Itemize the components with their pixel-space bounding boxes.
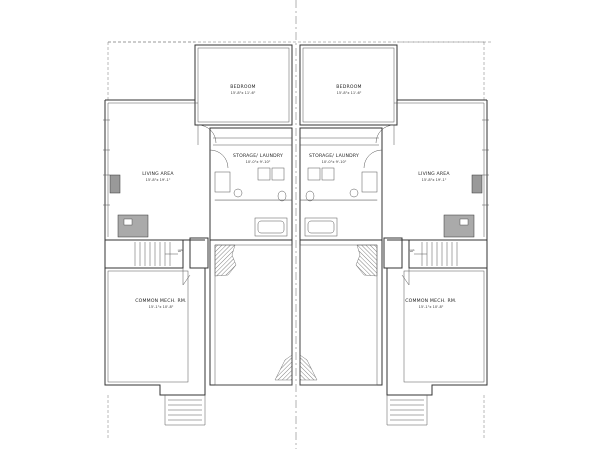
room-dims-bedroom: 15'-8"x 11'-6" [231, 91, 256, 95]
room-name-mech: COMMON MECH. RM. [135, 298, 186, 304]
room-dims-living: 15'-8"x 19'-1" [422, 178, 447, 182]
room-dims-bedroom: 15'-8"x 11'-6" [337, 91, 362, 95]
room-name-storage: STORAGE/ LAUNDRY [309, 153, 359, 159]
room-name-storage: STORAGE/ LAUNDRY [233, 153, 283, 159]
room-name-bedroom: BEDROOM [336, 84, 361, 90]
room-name-living: LIVING AREA [418, 171, 450, 177]
right-unit-labels: BEDROOM 15'-8"x 11'-6" STORAGE/ LAUNDRY … [309, 84, 456, 309]
room-dims-living: 15'-8"x 19'-1" [146, 178, 171, 182]
left-unit-labels: BEDROOM 15'-8"x 11'-6" STORAGE/ LAUNDRY … [135, 84, 283, 309]
room-dims-mech: 15'-1"x 10'-8" [419, 305, 444, 309]
room-dims-storage: 10'-0"x 9'-10" [322, 160, 347, 164]
room-name-bedroom: BEDROOM [230, 84, 255, 90]
stair-up-label: UP [410, 249, 416, 253]
right-unit [299, 41, 490, 441]
left-unit [102, 41, 293, 441]
room-name-living: LIVING AREA [142, 171, 174, 177]
room-dims-storage: 10'-0"x 9'-10" [246, 160, 271, 164]
room-dims-mech: 15'-1"x 10'-8" [149, 305, 174, 309]
room-name-mech: COMMON MECH. RM. [405, 298, 456, 304]
stair-up-label: UP [178, 249, 184, 253]
